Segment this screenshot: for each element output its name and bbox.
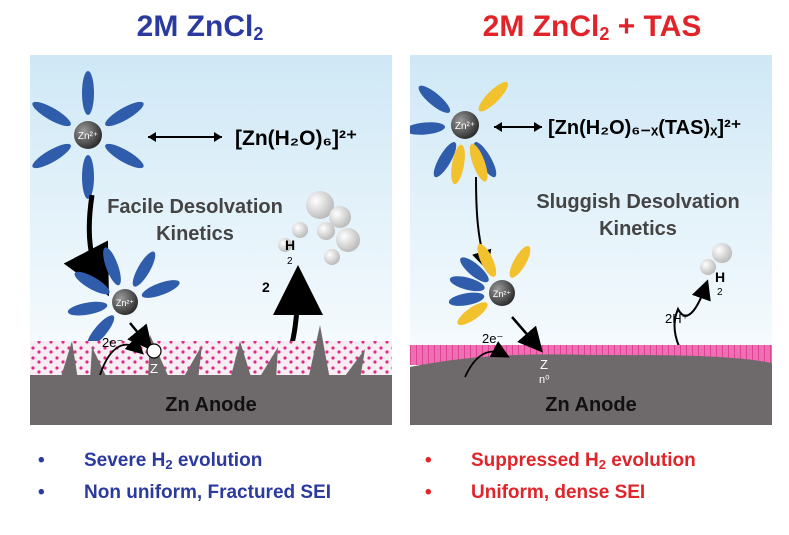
list-item: •Non uniform, Fractured SEI	[38, 482, 332, 503]
zinc-ion-label: Zn²⁺	[493, 289, 512, 299]
electron-label: 2e⁻	[102, 335, 123, 350]
desolvation-label-line2: Kinetics	[599, 218, 677, 240]
desolvation-label: Sluggish Desolvation	[536, 191, 739, 213]
list-item: •Severe H2 evolution	[38, 450, 263, 472]
hydrogen-subscript: 2	[717, 287, 723, 298]
partially-desolvated-ion: Zn²⁺	[67, 247, 180, 347]
zinc-anode	[410, 354, 772, 425]
left-outcome-list: •Severe H2 evolution •Non uniform, Fract…	[38, 447, 331, 507]
anode-label: Zn Anode	[165, 394, 256, 416]
proton-label: 2H⁺	[665, 311, 688, 326]
zinc-ion-sphere	[489, 280, 515, 306]
hydrated-complex-formula: [Zn(H₂O)₆]²⁺	[235, 127, 357, 150]
list-item: •Uniform, dense SEI	[425, 482, 646, 503]
right-panel-title: 2M ZnCl2 + TAS	[482, 10, 702, 44]
anode-label: Zn Anode	[545, 394, 636, 416]
electron-label: 2e⁻	[482, 331, 503, 346]
right-outcome-list: •Suppressed H2 evolution •Uniform, dense…	[425, 447, 696, 507]
tas-molecule-lobes	[451, 81, 509, 185]
desolvation-label-line2: Kinetics	[156, 223, 234, 245]
equilibrium-double-arrow	[148, 132, 222, 142]
tas-molecule-lobes	[457, 243, 531, 326]
deposition-arrow	[127, 322, 153, 351]
solvated-zinc-ion-tas: Zn²⁺	[410, 81, 509, 185]
proton-fragment: 2	[262, 279, 270, 295]
zinc-atom-subscript: n⁰	[539, 374, 550, 386]
hydrogen-label: H	[285, 237, 295, 253]
zinc-ion-label: Zn²⁺	[116, 298, 135, 308]
zinc-atom-label: Z	[150, 361, 158, 376]
list-item: •Suppressed H2 evolution	[425, 450, 696, 472]
solvated-zinc-ion: Zn²⁺	[32, 71, 144, 199]
zinc-atom-label: Z	[540, 357, 548, 372]
desolvation-label: Facile Desolvation	[107, 196, 283, 218]
hydrogen-evolution-arrow	[673, 279, 711, 354]
hydrogen-bubbles	[278, 191, 360, 265]
zinc-anode	[30, 375, 392, 425]
desolvation-arrow	[63, 194, 109, 297]
partially-desolvated-ion: Zn²⁺	[448, 243, 531, 326]
water-molecule-lobes	[32, 71, 144, 199]
left-panel-title: 2M ZnCl2	[136, 10, 264, 44]
zinc-atom-circle	[146, 343, 162, 359]
hydrogen-bubbles	[700, 243, 732, 275]
left-panel-diagram: Zn²⁺ [Zn(H₂O)₆]²⁺ Facile Desolvation Kin…	[30, 55, 392, 425]
hydrogen-label: H	[715, 269, 725, 285]
zinc-ion-label: Zn²⁺	[78, 131, 98, 142]
sei-layer	[30, 341, 392, 375]
zinc-ion-sphere	[112, 289, 138, 315]
water-molecule-lobes	[67, 247, 180, 347]
zinc-ion-sphere	[451, 111, 479, 139]
zinc-ion-sphere	[74, 121, 102, 149]
water-molecule-lobes	[448, 257, 489, 306]
electron-transfer-arrow	[464, 341, 510, 378]
equilibrium-double-arrow	[494, 122, 542, 132]
right-panel-diagram: Zn²⁺ [Zn(H₂O)₆₋ₓ(TAS)ₓ]²⁺ Sluggish Desol…	[410, 55, 772, 425]
deposition-arrow	[511, 316, 543, 353]
tas-complex-formula: [Zn(H₂O)₆₋ₓ(TAS)ₓ]²⁺	[548, 117, 741, 139]
zinc-ion-label: Zn²⁺	[455, 121, 475, 132]
hydrogen-subscript: 2	[287, 256, 293, 267]
